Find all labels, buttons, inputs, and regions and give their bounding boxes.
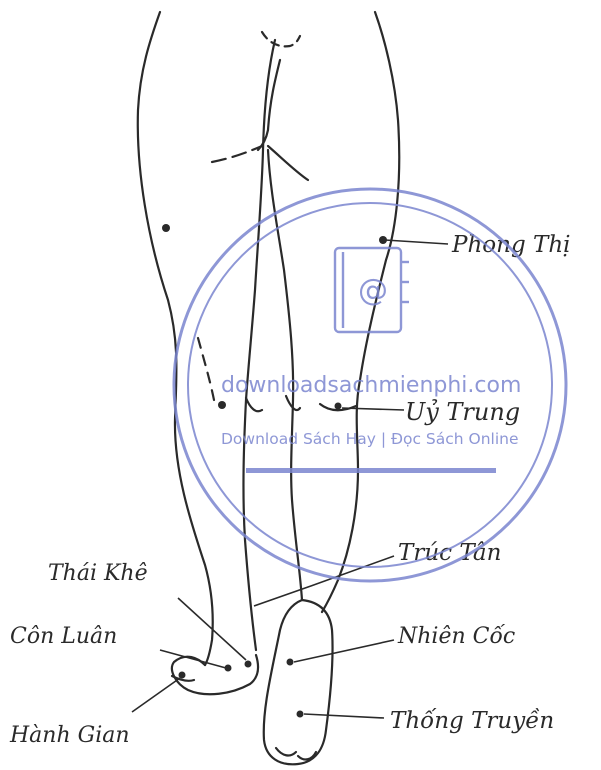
marker-left-knee [218,401,226,409]
svg-text:@: @ [358,273,388,308]
leader-thong-truyen [304,714,384,718]
label-thong-truyen: Thống Truyền [390,708,554,734]
leader-con-luan [160,650,226,668]
marker-nhien-coc [287,659,294,666]
marker-left-thigh [162,224,170,232]
popliteal-crease-left [246,398,262,411]
left-leg-outer-contour [138,12,213,665]
marker-uy-trung [335,403,342,410]
label-phong-thi: Phong Thị [451,232,571,258]
marker-thai-khe [245,661,252,668]
label-uy-trung: Uỷ Trung [405,398,520,426]
watermark-site: downloadsachmienphi.com [221,373,521,398]
right-foot-toes [276,748,316,759]
leader-phong-thi [385,240,448,244]
gluteal-fold-right [268,146,308,180]
leader-hanh-gian [132,678,180,712]
leader-nhien-coc [294,640,394,662]
gluteal-fold-left [212,146,262,162]
label-nhien-coc: Nhiên Cốc [397,623,515,649]
left-leg-inner-contour [243,40,275,650]
leader-uy-trung [342,408,404,410]
left-knee-dashed [198,338,214,400]
marker-thong-truyen [297,711,304,718]
label-con-luan: Côn Luân [10,624,117,649]
label-hanh-gian: Hành Gian [9,723,130,748]
acupoint-labels: Phong Thị Uỷ Trung Trúc Tân Thái Khê Côn… [9,232,571,748]
right-foot-sole [264,600,333,764]
label-thai-khe: Thái Khê [48,561,148,586]
watermark-tagline: Download Sách Hay | Đọc Sách Online [221,430,519,448]
sacrum-dashed [262,32,300,46]
right-leg-outer-contour [322,12,399,612]
watermark-bar [246,468,496,473]
